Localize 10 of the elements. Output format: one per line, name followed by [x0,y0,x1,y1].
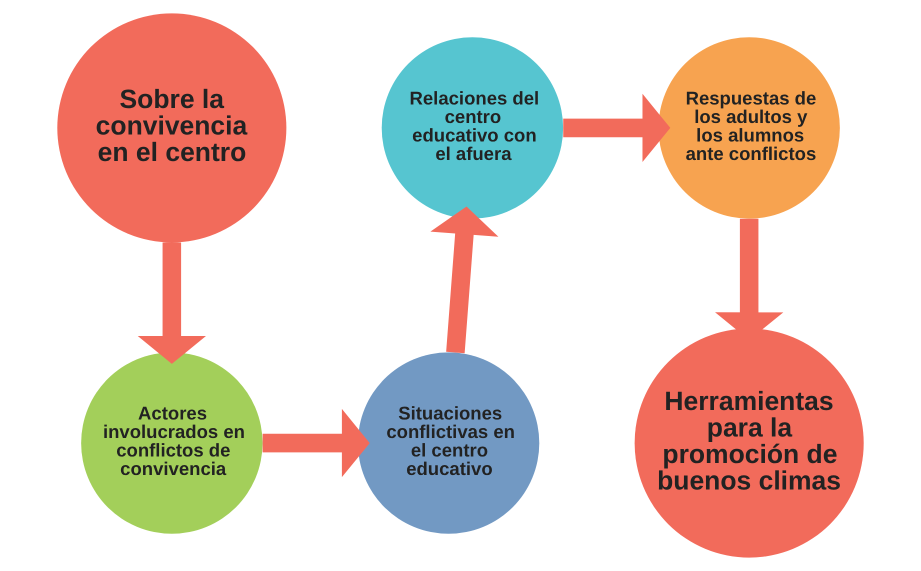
arrow [563,94,670,162]
arrow [138,242,206,364]
arrow [430,206,498,354]
node-circle: Situaciones conflictivas en el centro educativo [358,352,540,534]
arrow [262,408,370,478]
node-circle: Herramientas para la promoción de buenos climas [634,328,864,558]
node-circle: Relaciones del centro educativo con el afuera [382,37,564,219]
node-circle: Actores involucrados en conflictos de convivencia [81,352,263,534]
node-circle: Sobre la convivencia en el centro [57,13,286,242]
node-circle: Respuestas de los adultos y los alumnos ante conflictos [658,37,840,219]
